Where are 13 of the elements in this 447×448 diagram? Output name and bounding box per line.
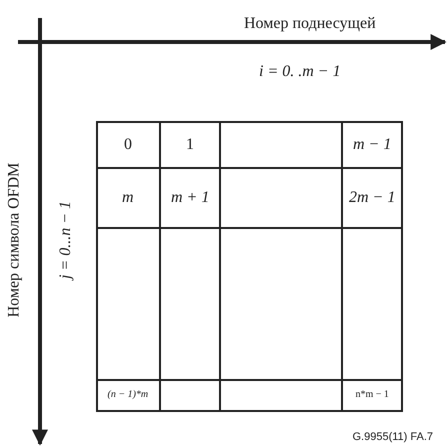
- cell-value: 2m − 1: [349, 190, 396, 206]
- cell-value: n*m − 1: [356, 390, 389, 400]
- axis-label: Номер поднесущей: [244, 16, 376, 32]
- cell-value: (n − 1)*m: [108, 390, 148, 400]
- cell-value: m: [122, 190, 134, 206]
- range-label: i = 0. .m − 1: [259, 64, 341, 80]
- cell-value: m + 1: [171, 190, 210, 206]
- axis-label: Номер символа OFDM: [6, 162, 22, 318]
- range-label: j = 0...n − 1: [58, 200, 74, 280]
- cell-value: 0: [124, 137, 132, 153]
- figure-id: G.9955(11) FA.7: [352, 432, 434, 442]
- cell-value: 1: [186, 137, 194, 153]
- cell-value: m − 1: [353, 137, 392, 153]
